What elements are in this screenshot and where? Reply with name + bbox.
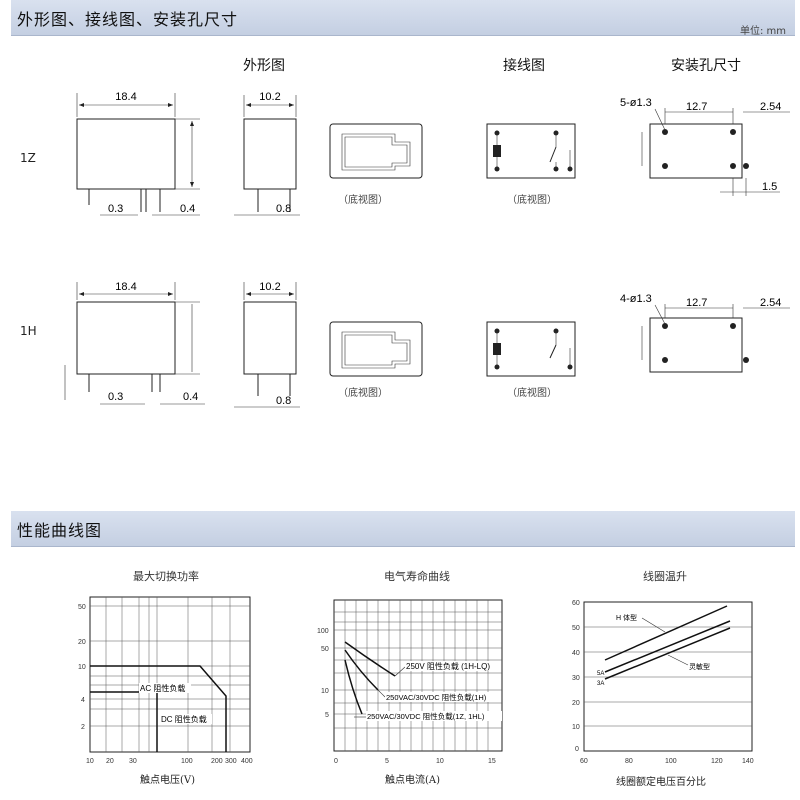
x-tick: 100 — [665, 758, 677, 765]
x-tick: 10 — [86, 758, 94, 765]
legend-life-2: 250VAC/30VDC 阻性负载(1H) — [386, 692, 487, 702]
y-tick: 0 — [575, 746, 579, 753]
chart-xlabel-power: 触点电压(V) — [140, 775, 196, 786]
dim-pin-thickness: 0.8 — [276, 203, 291, 215]
y-tick: 10 — [78, 664, 86, 671]
dim-pin-width: 0.4 — [183, 391, 198, 403]
y-tick: 4 — [81, 697, 85, 704]
y-tick: 20 — [78, 639, 86, 646]
chart-temp: H 体型 灵敏型 5A 3A 60 80 100 120 140 60 50 4… — [572, 600, 754, 765]
drawing-1z-wiring — [486, 123, 576, 179]
section-outline-header: 外形图、接线图、安装孔尺寸 — [11, 0, 795, 36]
legend-temp-2: 灵敏型 — [689, 662, 710, 671]
y-tick: 10 — [572, 724, 580, 731]
x-tick: 400 — [241, 758, 253, 765]
chart-life: 250V 阻性负载 (1H-LQ) 250VAC/30VDC 阻性负载(1H) … — [317, 599, 503, 765]
x-tick: 80 — [625, 758, 633, 765]
dim-pin-gap: 0.3 — [108, 391, 123, 403]
x-tick: 0 — [334, 758, 338, 765]
y-tick: 50 — [321, 646, 329, 653]
dim-pitch-2: 2.54 — [760, 297, 781, 309]
legend-dc: DC 阻性负载 — [161, 714, 207, 724]
outline-drawings: 18.4 0.3 0.4 10.2 0.8 — [64, 91, 790, 408]
caption-bottom-view: （底视图） — [338, 195, 388, 206]
x-tick: 140 — [742, 758, 754, 765]
x-tick: 100 — [181, 758, 193, 765]
chart-xlabel-temp: 线圈额定电压百分比 — [616, 777, 706, 788]
legend-temp-4: 3A — [597, 681, 604, 687]
x-tick: 10 — [436, 758, 444, 765]
dim-pin-thickness: 0.8 — [276, 395, 291, 407]
caption-bottom-view: （底视图） — [507, 195, 557, 206]
x-tick: 200 — [211, 758, 223, 765]
dim-length: 18.4 — [115, 91, 136, 103]
x-tick: 30 — [129, 758, 137, 765]
section-performance-header: 性能曲线图 — [11, 511, 795, 547]
x-tick: 5 — [385, 758, 389, 765]
dim-pitch-3: 1.5 — [762, 181, 777, 193]
drawing-1h-bottom — [329, 321, 423, 377]
chart-title-power: 最大切换功率 — [133, 570, 199, 583]
drawing-1z-front: 18.4 0.3 0.4 — [76, 91, 200, 216]
y-tick: 30 — [572, 675, 580, 682]
chart-power: AC 阻性负载 DC 阻性负载 10 20 30 100 200 300 400… — [78, 596, 253, 765]
drawing-1h-wiring — [486, 321, 576, 377]
column-mounting: 安装孔尺寸 — [671, 58, 741, 74]
drawing-1z-side: 10.2 0.8 — [234, 91, 300, 216]
legend-life-1: 250V 阻性负载 (1H-LQ) — [406, 661, 490, 671]
dim-pitch: 12.7 — [686, 297, 707, 309]
unit-label: 单位: mm — [740, 26, 787, 37]
y-tick: 100 — [317, 628, 329, 635]
x-tick: 120 — [711, 758, 723, 765]
drawing-1h-mounting: 4-ø1.3 12.7 2.54 — [620, 293, 790, 373]
caption-bottom-view: （底视图） — [507, 388, 557, 399]
dim-length: 18.4 — [115, 281, 136, 293]
chart-title-temp: 线圈温升 — [643, 570, 687, 583]
x-tick: 300 — [225, 758, 237, 765]
column-wiring: 接线图 — [503, 58, 545, 74]
legend-temp-3: 5A — [597, 671, 604, 677]
y-tick: 50 — [78, 604, 86, 611]
dim-holes: 4-ø1.3 — [620, 293, 652, 305]
section-title: 性能曲线图 — [17, 521, 103, 540]
section-title: 外形图、接线图、安装孔尺寸 — [17, 10, 239, 29]
dim-width: 10.2 — [259, 281, 280, 293]
x-tick: 60 — [580, 758, 588, 765]
dim-holes: 5-ø1.3 — [620, 97, 652, 109]
dim-pitch-2: 2.54 — [760, 101, 781, 113]
y-tick: 40 — [572, 650, 580, 657]
y-tick: 50 — [572, 625, 580, 632]
caption-bottom-view: （底视图） — [338, 388, 388, 399]
dim-pin-width: 0.4 — [180, 203, 195, 215]
y-tick: 20 — [572, 700, 580, 707]
x-tick: 15 — [488, 758, 496, 765]
column-outline: 外形图 — [243, 58, 285, 74]
x-tick: 20 — [106, 758, 114, 765]
dim-pin-gap: 0.3 — [108, 203, 123, 215]
chart-title-life: 电气寿命曲线 — [384, 570, 450, 583]
drawing-1h-side: 10.2 0.8 — [234, 281, 300, 408]
y-tick: 10 — [321, 688, 329, 695]
drawing-1z-bottom — [329, 123, 423, 179]
row-label-1z: 1Z — [20, 151, 36, 165]
chart-xlabel-life: 触点电流(A) — [385, 775, 441, 786]
y-tick: 5 — [325, 712, 329, 719]
y-tick: 2 — [81, 724, 85, 731]
drawing-1h-front: 18.4 0.3 0.4 — [64, 281, 205, 405]
legend-ac: AC 阻性负载 — [140, 683, 185, 693]
row-label-1h: 1H — [20, 324, 37, 338]
y-tick: 60 — [572, 600, 580, 607]
legend-life-3: 250VAC/30VDC 阻性负载(1Z, 1HL) — [367, 711, 485, 721]
drawing-1z-mounting: 5-ø1.3 12.7 2.54 1.5 — [620, 97, 790, 196]
dim-pitch: 12.7 — [686, 101, 707, 113]
legend-temp-1: H 体型 — [616, 613, 637, 622]
dim-width: 10.2 — [259, 91, 280, 103]
